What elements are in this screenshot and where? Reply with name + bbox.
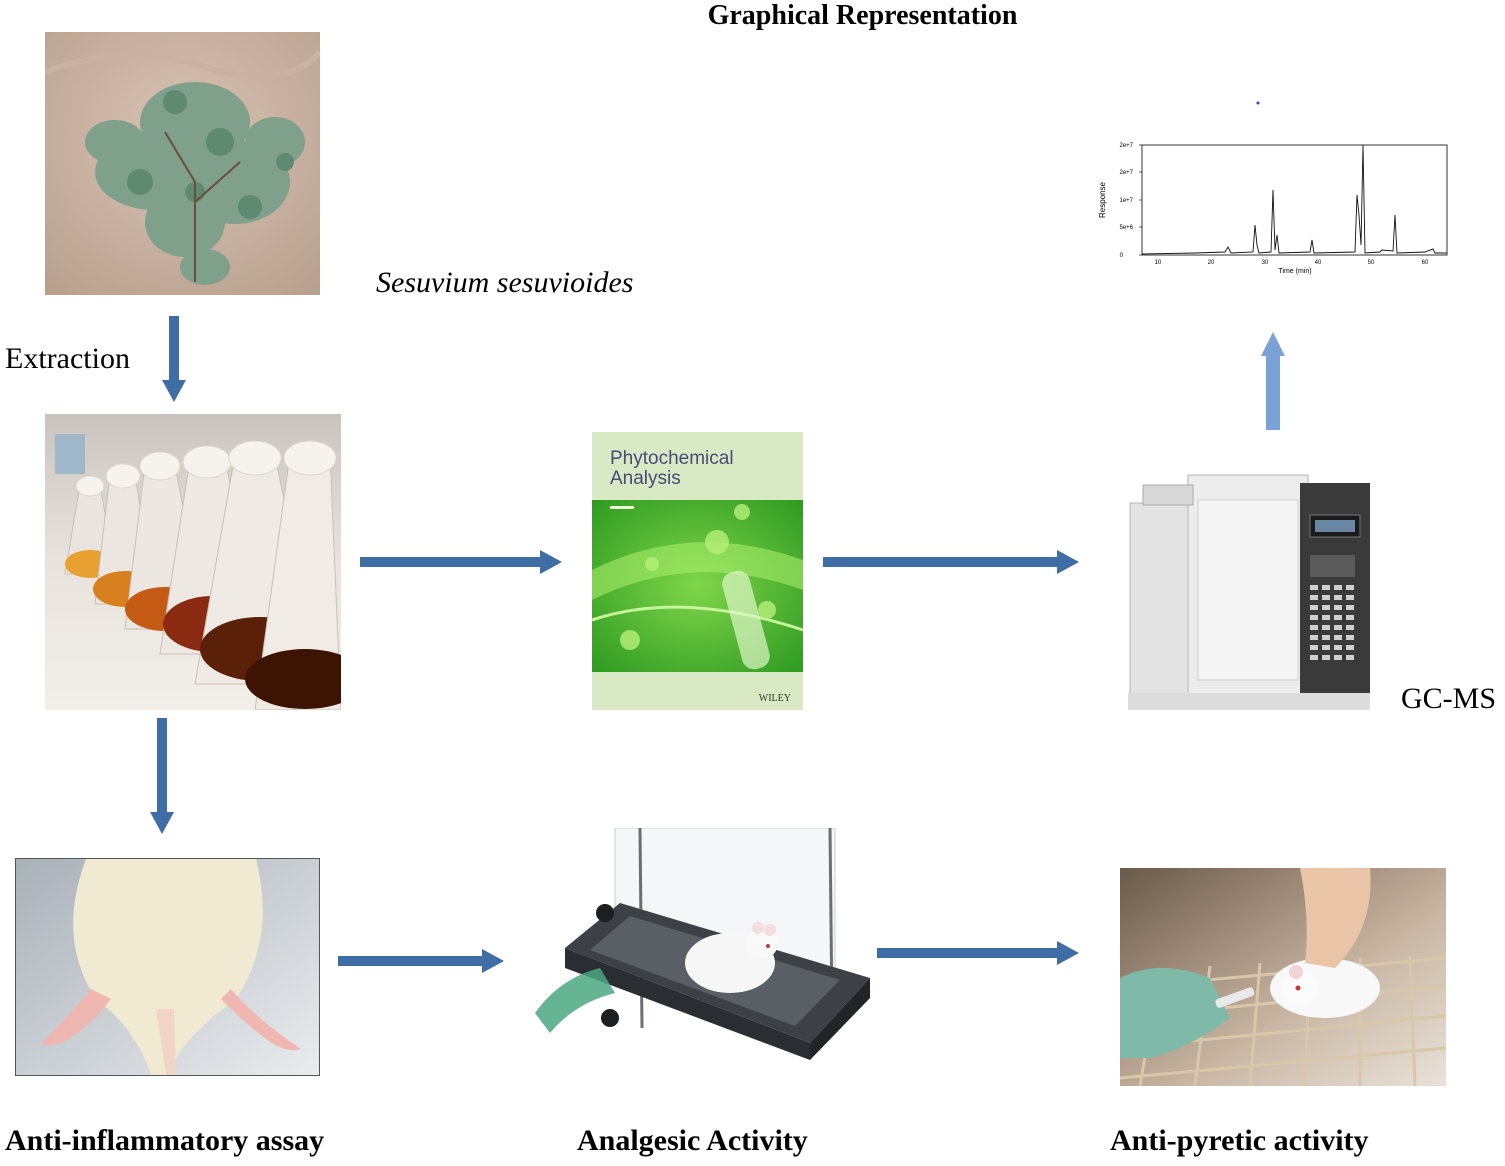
rat-paw-photo [15, 858, 320, 1076]
journal-title-line2: Analysis [610, 468, 681, 489]
journal-title-line1: Phytochemical [610, 448, 734, 469]
ytick-3: 2e+7 [1119, 170, 1133, 176]
journal-cover: Phytochemical Analysis WILEY [592, 432, 803, 710]
arrow-down-extraction [162, 316, 186, 402]
arrow-up-to-chromatogram [1261, 332, 1285, 430]
hot-plate-apparatus [530, 828, 875, 1068]
label-anti-inflammatory: Anti-inflammatory assay [5, 1124, 325, 1157]
xtick-1: 20 [1208, 260, 1215, 266]
extract-flasks-photo [45, 414, 341, 710]
plant-photo [45, 32, 320, 295]
label-analgesic: Analgesic Activity [577, 1124, 808, 1157]
xtick-5: 60 [1422, 260, 1429, 266]
chromatogram: Response 0 5e+6 1e+7 2e+7 2e+7 10 20 30 … [1098, 101, 1448, 275]
arrow-down-to-assay [150, 718, 174, 834]
arrow-right-to-analgesic [338, 949, 504, 973]
journal-publisher: WILEY [758, 693, 791, 704]
ytick-0: 0 [1120, 253, 1124, 259]
gcms-label: GC-MS [1401, 682, 1497, 715]
xtick-0: 10 [1155, 260, 1162, 266]
extraction-label: Extraction [5, 342, 130, 375]
chromatogram-xlabel: Time (min) [1278, 268, 1311, 275]
ytick-2: 1e+7 [1119, 198, 1133, 204]
arrow-right-to-gcms [823, 550, 1079, 574]
gcms-instrument [1128, 465, 1370, 710]
arrow-right-to-journal [360, 550, 562, 574]
chromatogram-ylabel: Response [1098, 181, 1107, 218]
ytick-1: 5e+6 [1119, 225, 1133, 231]
xtick-2: 30 [1262, 260, 1269, 266]
label-antipyretic: Anti-pyretic activity [1110, 1124, 1369, 1157]
xtick-4: 50 [1368, 260, 1375, 266]
ytick-4: 2e+7 [1119, 143, 1133, 149]
species-label: Sesuvium sesuvioides [376, 266, 634, 299]
mouse-temperature-photo [1120, 868, 1446, 1086]
diagram-title: Graphical Representation [707, 0, 1018, 31]
xtick-3: 40 [1315, 260, 1322, 266]
arrow-right-to-antipyretic [877, 941, 1079, 965]
